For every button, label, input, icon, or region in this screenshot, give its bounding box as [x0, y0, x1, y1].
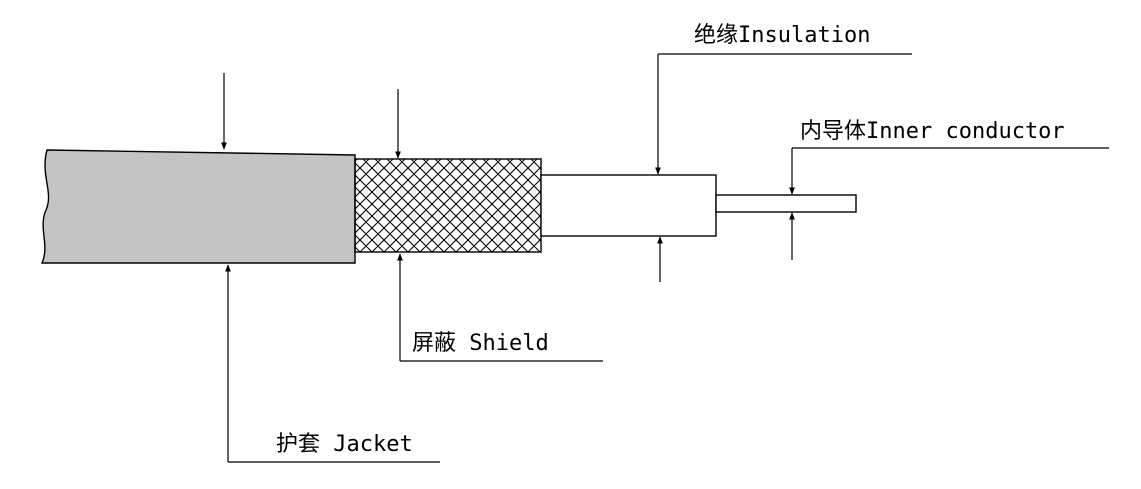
jacket-section: [40, 149, 356, 264]
insulation-section: [540, 174, 717, 237]
shield-section: [354, 158, 542, 253]
inner-conductor-label: 内导体Inner conductor: [800, 119, 1065, 144]
shield-label: 屏蔽 Shield: [412, 331, 549, 356]
jacket-label: 护套 Jacket: [276, 432, 413, 457]
insulation-label: 绝缘Insulation: [694, 23, 870, 48]
inner-conductor-section: [715, 194, 857, 213]
